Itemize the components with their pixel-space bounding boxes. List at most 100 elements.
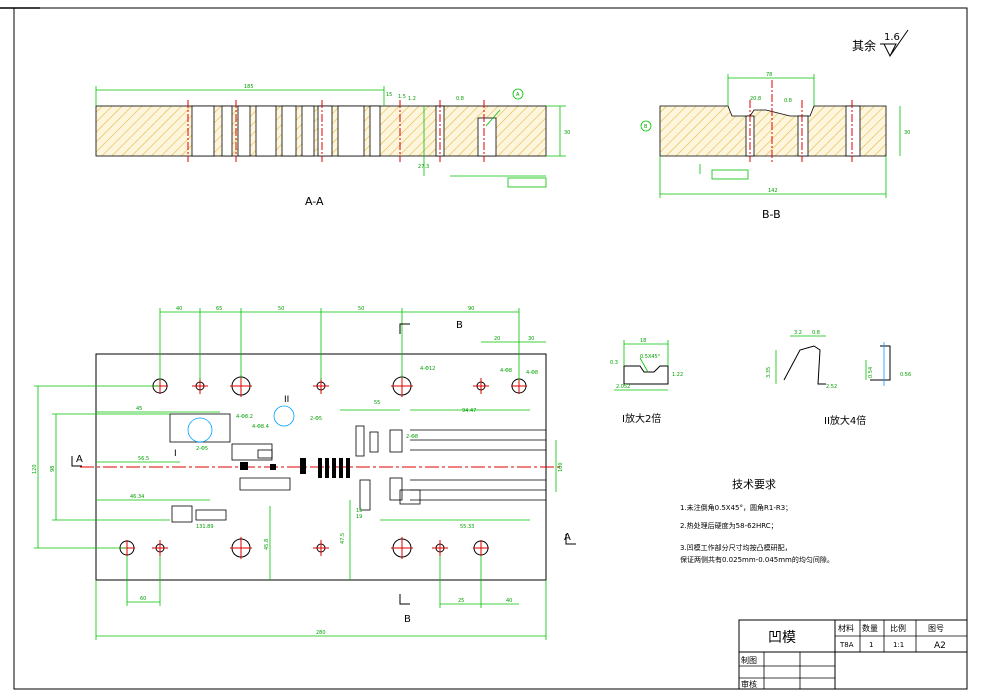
detail-two-label: II放大4倍	[824, 414, 866, 427]
tech-title: 技术要求	[732, 478, 776, 491]
detail-one-dim-2: 2.052	[616, 384, 630, 390]
misc-dim-3: 100	[558, 462, 564, 472]
drawn-label: 制图	[741, 655, 757, 665]
sheet-border	[13, 7, 968, 690]
aa-dim-height: 30	[564, 130, 570, 136]
detail-one-dim-4: 1.22	[672, 372, 683, 378]
hole-label-7: 2-Φ5	[196, 446, 208, 452]
bb-dim-d1: 0.8	[784, 98, 792, 104]
hole-label-5: 2-Φ5	[310, 416, 322, 422]
left-dim-labels: 45 56.5 46.34 120 98	[32, 406, 149, 500]
qty-value: 1	[869, 641, 873, 649]
scale-value: 1:1	[893, 641, 904, 649]
dim-top-2: 50	[278, 306, 284, 312]
detail-mark-1: II	[284, 395, 289, 405]
dim-top-6: 30	[528, 336, 534, 342]
roughness-value: 1.6	[884, 32, 900, 43]
section-markers: A A B B	[71, 320, 576, 625]
roughness-note: 其余	[852, 38, 876, 53]
detail-two-dim-0: 3.2	[794, 330, 802, 336]
tech-item-3: 3.凹模工作部分尺寸均按凸模研配，	[680, 543, 792, 552]
section-mark-2: B	[456, 320, 463, 331]
misc-dim-2: 94.47	[462, 408, 476, 414]
section-view-bb: 78 20.8 0.8 142 30 B B-B	[640, 72, 910, 221]
tech-requirements: 技术要求 1.未注倒角0.5X45°，圆角R1-R3； 2.热处理后硬度为58-…	[680, 478, 834, 564]
hole-label-2: 4-Φ8	[526, 370, 538, 376]
section-mark-3: B	[404, 614, 411, 625]
hole-callouts: 4-Φ12 4-Φ8 4-Φ8 4-Φ8.2 4-Φ8.4 2-Φ5 2-Φ8 …	[196, 366, 538, 452]
tech-item-2: 2.热处理后硬度为58-62HRC；	[680, 521, 778, 530]
dim-bottom-2: 25	[458, 598, 464, 604]
detail-markers: I II	[174, 395, 295, 459]
checked-label: 审核	[741, 679, 757, 689]
hole-label-6: 2-Φ8	[406, 434, 418, 440]
misc-dim-5: 47.5	[340, 533, 346, 544]
misc-dim-labels: 19 55.33 94.47 100 45.8 47.5 55 15 131.8…	[196, 400, 564, 550]
bb-view-label: B-B	[762, 208, 781, 221]
detail-two-dim-2: 3.35	[766, 367, 772, 378]
tech-item-4: 保证两侧共有0.025mm-0.045mm的均匀间隙。	[680, 555, 834, 564]
part-name: 凹模	[768, 630, 796, 646]
misc-dim-6: 55	[374, 400, 380, 406]
aa-dim-d2: 1.5	[398, 94, 406, 100]
detail-mark-0: I	[174, 449, 177, 459]
section-view-aa: 185 30 15 1.5 1.2 0.8 27.3 A A-A	[95, 84, 570, 208]
bb-dim-top: 78	[766, 72, 772, 78]
detail-two-dim-1: 0.8	[812, 330, 820, 336]
title-block: 凹模 材料 数量 比例 图号 T8A 1 1:1 A2 制图 审核	[738, 619, 968, 690]
bb-datum: B	[644, 124, 648, 130]
top-dim-labels: 40 65 50 50 90 20 30	[176, 306, 534, 342]
dim-bottom-3: 40	[506, 598, 512, 604]
bb-dim-width: 142	[768, 188, 778, 194]
detail-two-dim-4: 0.54	[868, 367, 874, 378]
hole-label-3: 4-Φ8.2	[236, 414, 253, 420]
hole-label-0: 4-Φ12	[420, 366, 435, 372]
misc-dim-1: 55.33	[460, 524, 474, 530]
dim-bottom-1: 60	[140, 596, 146, 602]
detail-one: 18 0.5X45° 2.052 0.3 1.22 I放大2倍	[610, 338, 683, 425]
dim-top-3: 50	[358, 306, 364, 312]
dim-top-5: 20	[494, 336, 500, 342]
drawing-no-label: 图号	[928, 624, 944, 633]
hole-label-1: 4-Φ8	[500, 368, 512, 374]
section-mark-1: A	[564, 532, 571, 543]
dim-top-0: 40	[176, 306, 182, 312]
misc-dim-0: 19	[356, 514, 362, 520]
drawing-no-value: A2	[934, 641, 946, 651]
aa-dim-d1: 15	[386, 92, 392, 98]
detail-one-label: I放大2倍	[622, 412, 661, 425]
detail-two-dim-5: 0.56	[900, 372, 911, 378]
aa-view-label: A-A	[305, 195, 324, 208]
scale-label: 比例	[890, 623, 906, 633]
aa-dim-d3: 0.8	[456, 96, 464, 102]
misc-dim-8: 131.89	[196, 524, 214, 530]
dim-left-5: 98	[50, 466, 56, 472]
aa-dim-d4: 27.3	[418, 164, 429, 170]
tech-item-1: 1.未注倒角0.5X45°，圆角R1-R3；	[680, 503, 792, 512]
misc-dim-7: 15	[356, 508, 362, 514]
bb-dim-slot: 20.8	[750, 96, 761, 102]
material-value: T8A	[839, 641, 854, 649]
dim-top-1: 65	[216, 306, 222, 312]
die-cavity-zone	[169, 413, 546, 523]
detail-one-dim-0: 18	[640, 338, 646, 344]
hole-label-4: 4-Φ8.4	[252, 424, 269, 430]
dim-left-0: 45	[136, 406, 142, 412]
material-label: 材料	[838, 623, 854, 633]
dim-left-4: 120	[32, 464, 38, 474]
bottom-dim-labels: 280 60 25 40	[140, 596, 512, 636]
dim-bottom-0: 280	[316, 630, 326, 636]
detail-two-dim-3: 2.52	[826, 384, 837, 390]
dim-left-2: 56.5	[138, 456, 149, 462]
dim-left-3: 46.34	[130, 494, 144, 500]
misc-dim-4: 45.8	[264, 539, 270, 550]
bb-dim-d2: 30	[904, 130, 910, 136]
section-mark-0: A	[76, 454, 83, 465]
detail-one-dim-3: 0.3	[610, 360, 618, 366]
dim-top-4: 90	[468, 306, 474, 312]
detail-two: 3.2 0.8 3.35 2.52 0.54 0.56 II放大4倍	[766, 330, 911, 427]
aa-dim-length: 185	[244, 84, 254, 90]
plan-view: 40 65 50 50 90 20 30 280 60 25 40 45 56.…	[32, 306, 576, 640]
detail-one-dim-1: 0.5X45°	[640, 354, 661, 360]
